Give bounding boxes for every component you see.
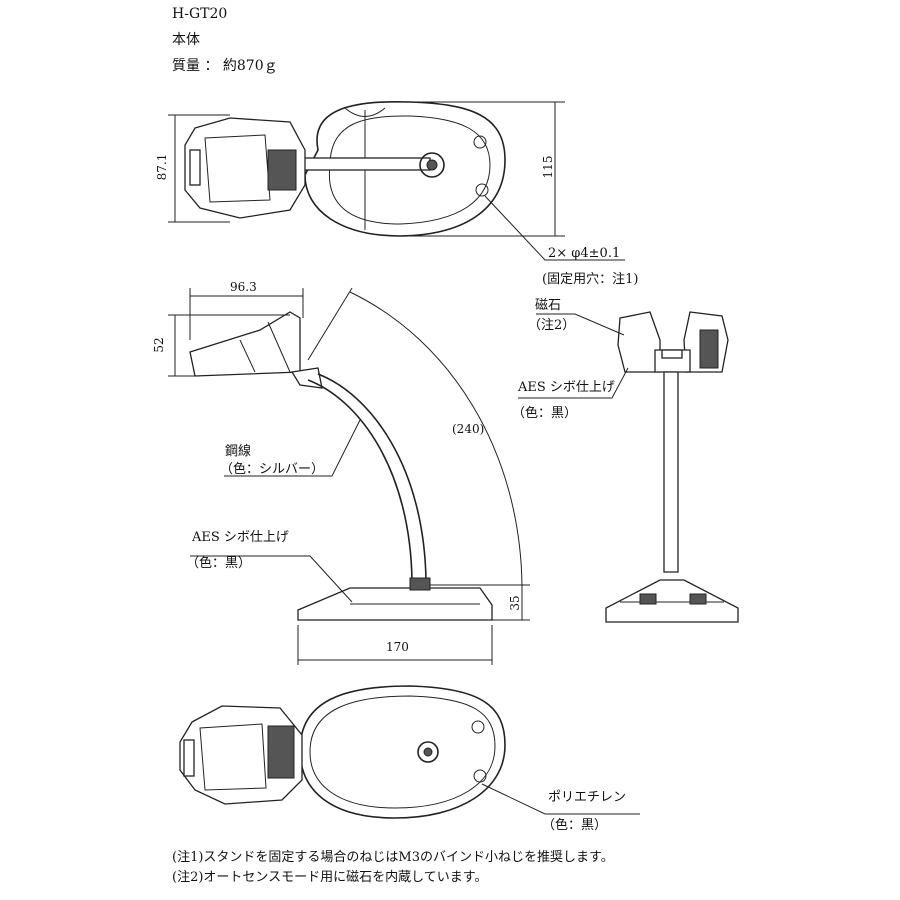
side-dim-lines <box>168 287 530 665</box>
dim-base-width: 170 <box>386 640 409 654</box>
dim-head-height: 52 <box>152 337 166 353</box>
part-label: 本体 <box>172 32 200 48</box>
top-view <box>184 100 506 237</box>
magnet-label: 磁石 <box>535 298 562 313</box>
finish-right-color: （色：黒） <box>512 406 578 421</box>
finish-right-label: AES シボ仕上げ <box>518 380 615 395</box>
front-view <box>605 311 739 623</box>
finish-left-label: AES シボ仕上げ <box>192 530 289 545</box>
note-2: (注2)オートセンスモード用に磁石を内蔵しています。 <box>172 870 488 885</box>
magnet-note: （注2） <box>528 318 576 333</box>
holes-dim: 2× φ4±0.1 <box>548 246 621 261</box>
bottom-view <box>179 685 506 819</box>
dim-head-width: 96.3 <box>230 280 257 294</box>
dim-top-height: 87.1 <box>155 153 169 181</box>
wire-color: （色：シルバー） <box>220 462 325 477</box>
front-leader-lines <box>518 313 629 399</box>
dim-base-height: 35 <box>508 595 522 611</box>
bottom-leader-lines <box>481 783 640 815</box>
wire-label: 鋼線 <box>225 444 252 459</box>
holes-note: (固定用穴：注1) <box>542 272 639 287</box>
dim-arm-length: (240) <box>452 422 485 436</box>
finish-left-color: （色：黒） <box>186 556 252 571</box>
poly-color: （色：黒） <box>542 818 608 833</box>
dim-top-depth: 115 <box>541 155 555 179</box>
weight-label: 質量 ： 約870ｇ <box>172 58 278 74</box>
top-dim-lines <box>168 101 625 261</box>
note-1: (注1)スタンドを固定する場合のねじはM3のバインド小ねじを推奨します。 <box>172 850 614 865</box>
model-number: H-GT20 <box>172 6 228 22</box>
poly-label: ポリエチレン <box>548 790 627 805</box>
